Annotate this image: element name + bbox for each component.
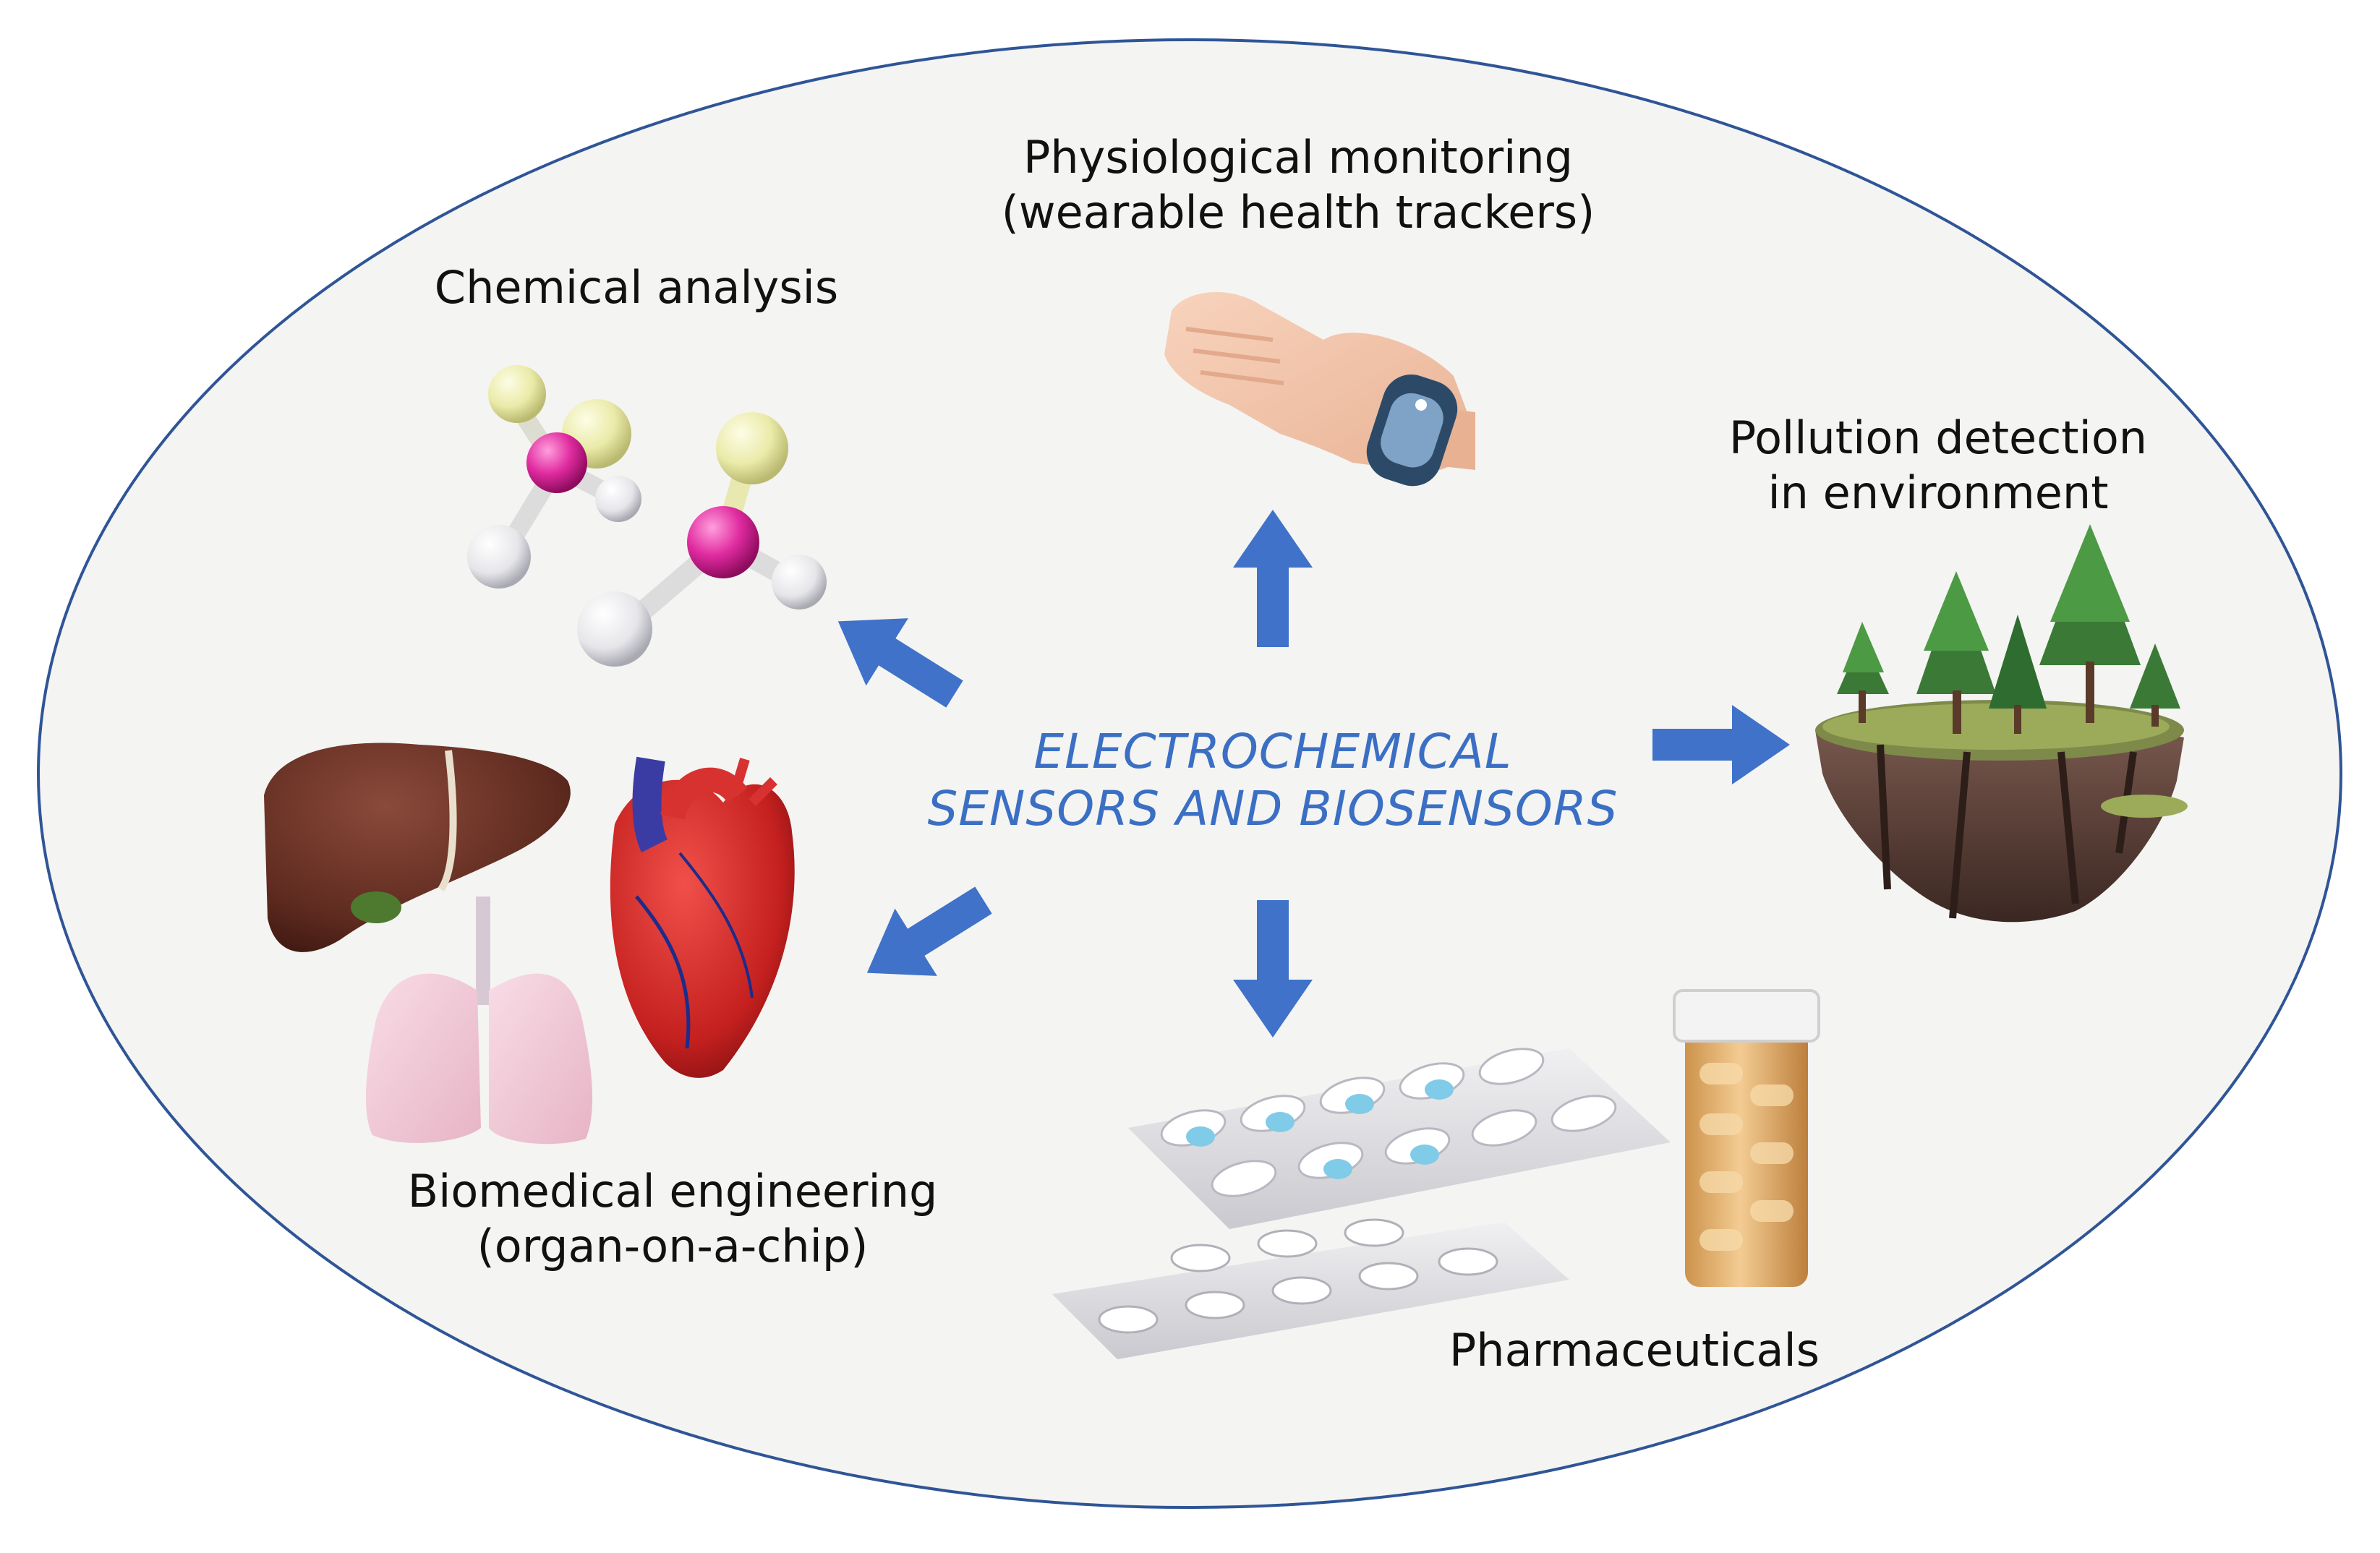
arrow-downleft-biomedical bbox=[866, 886, 992, 976]
label-chemical-analysis: Chemical analysis bbox=[405, 260, 868, 315]
hand-wristband-icon bbox=[1164, 291, 1475, 487]
floating-forest-island-icon bbox=[1815, 524, 2188, 923]
label-biomedical-line2: (organ-on-a-chip) bbox=[477, 1219, 869, 1272]
label-biomedical-engineering: Biomedical engineering (organ-on-a-chip) bbox=[362, 1164, 984, 1273]
center-title: ELECTROCHEMICAL SENSORS AND BIOSENSORS bbox=[853, 723, 1692, 837]
arrow-up-physiological bbox=[1233, 510, 1313, 647]
pill-bottle-icon bbox=[1673, 989, 1820, 1287]
center-title-line2: SENSORS AND BIOSENSORS bbox=[927, 781, 1618, 837]
label-physiological-monitoring: Physiological monitoring (wearable healt… bbox=[955, 130, 1642, 239]
center-title-line1: ELECTROCHEMICAL bbox=[1033, 724, 1512, 779]
arrows-group bbox=[837, 510, 1790, 1038]
label-pharmaceuticals: Pharmaceuticals bbox=[1396, 1323, 1873, 1378]
label-physiological-line2: (wearable health trackers) bbox=[1001, 185, 1595, 239]
molecule-icon bbox=[467, 365, 827, 667]
label-pollution-detection: Pollution detection in environment bbox=[1685, 411, 2191, 520]
arrow-right-pollution bbox=[1652, 705, 1790, 784]
label-pollution-line1: Pollution detection bbox=[1728, 411, 2148, 464]
arrow-upleft-chemical bbox=[837, 618, 963, 708]
label-chemical-line1: Chemical analysis bbox=[434, 261, 839, 314]
label-biomedical-line1: Biomedical engineering bbox=[407, 1165, 938, 1218]
arrow-down-pharma bbox=[1233, 900, 1313, 1038]
pills-blister-icon bbox=[1052, 1048, 1671, 1359]
label-pollution-line2: in environment bbox=[1767, 466, 2109, 519]
organs-icon bbox=[264, 743, 795, 1145]
label-pharma-line1: Pharmaceuticals bbox=[1449, 1324, 1820, 1377]
label-physiological-line1: Physiological monitoring bbox=[1023, 131, 1574, 184]
